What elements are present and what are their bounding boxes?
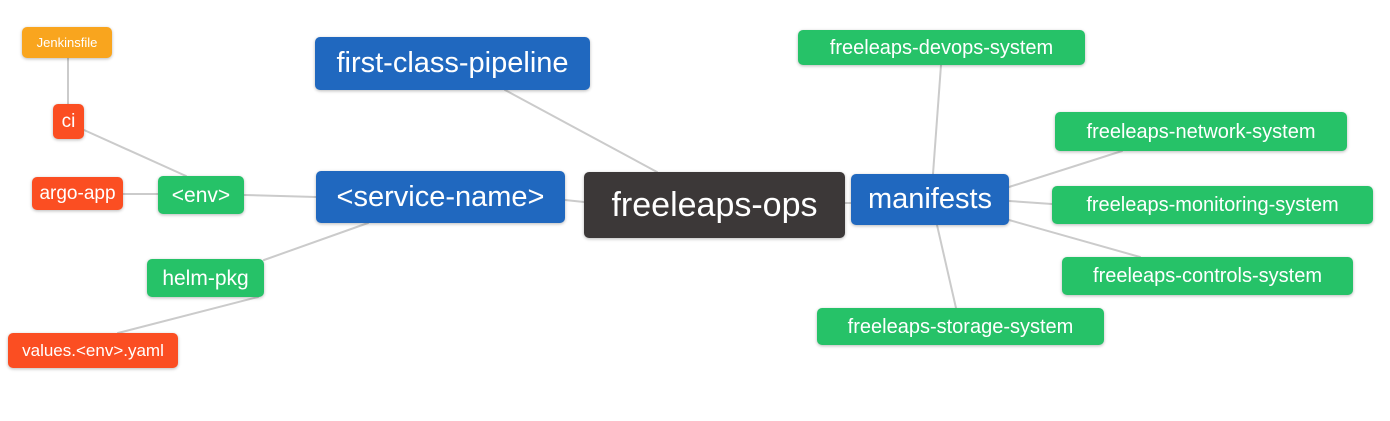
node-freeleaps-devops-system[interactable]: freeleaps-devops-system (798, 30, 1085, 65)
node-freeleaps-controls-system[interactable]: freeleaps-controls-system (1062, 257, 1353, 295)
edge-ci-env (83, 129, 187, 177)
node-argo-app[interactable]: argo-app (32, 177, 123, 210)
edge-first-class-pipeline-freeleaps-ops (504, 89, 658, 173)
node-first-class-pipeline[interactable]: first-class-pipeline (315, 37, 590, 90)
edge-values-env-yaml-helm-pkg (117, 296, 259, 334)
edge-manifests-freeleaps-storage-system (936, 224, 957, 309)
node-service-name[interactable]: <service-name> (316, 171, 565, 223)
node-jenkinsfile[interactable]: Jenkinsfile (22, 27, 112, 58)
node-manifests[interactable]: manifests (851, 174, 1009, 225)
edge-manifests-freeleaps-devops-system (932, 64, 942, 175)
node-helm-pkg[interactable]: helm-pkg (147, 259, 264, 297)
edge-manifests-freeleaps-monitoring-system (1008, 200, 1053, 205)
edge-service-name-freeleaps-ops (564, 199, 585, 203)
node-env[interactable]: <env> (158, 176, 244, 214)
edge-env-service-name (243, 194, 317, 198)
node-freeleaps-storage-system[interactable]: freeleaps-storage-system (817, 308, 1104, 345)
edge-manifests-freeleaps-network-system (1008, 150, 1123, 188)
edge-manifests-freeleaps-controls-system (1008, 219, 1141, 258)
node-freeleaps-ops[interactable]: freeleaps-ops (584, 172, 845, 238)
node-ci[interactable]: ci (53, 104, 84, 139)
node-values-env-yaml[interactable]: values.<env>.yaml (8, 333, 178, 368)
node-freeleaps-monitoring-system[interactable]: freeleaps-monitoring-system (1052, 186, 1373, 224)
edge-helm-pkg-service-name (263, 222, 369, 261)
node-freeleaps-network-system[interactable]: freeleaps-network-system (1055, 112, 1347, 151)
